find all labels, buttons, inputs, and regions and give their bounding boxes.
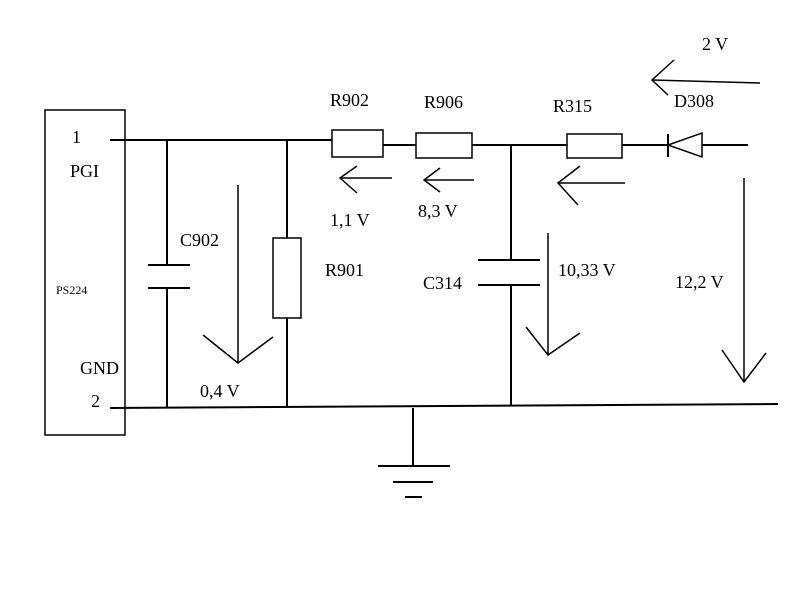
label-r902: R902	[330, 90, 369, 110]
voltage-c902: 0,4 V	[200, 381, 240, 401]
voltage-r315: 2 V	[702, 34, 728, 54]
voltage-c314: 10,33 V	[558, 260, 616, 280]
label-d308: D308	[674, 91, 714, 111]
voltage-r902: 1,1 V	[330, 210, 370, 230]
capacitor-c314: C314	[423, 145, 540, 405]
voltage-r906: 8,3 V	[418, 201, 458, 221]
capacitor-c902: C902	[148, 140, 219, 408]
ground-symbol	[378, 408, 450, 498]
voltage-total: 12,2 V	[675, 272, 724, 292]
resistor-r315: R315	[553, 96, 625, 206]
pin1-label: PGI	[70, 161, 99, 181]
top-wires	[110, 139, 748, 146]
label-r906: R906	[424, 92, 463, 112]
voltage-arrow-total: 12,2 V	[675, 178, 767, 384]
pin2-label: GND	[80, 358, 119, 378]
resistor-r906: R906 8,3 V	[415, 92, 474, 221]
resistor-r902: R902 1,1 V	[330, 90, 392, 230]
ic-name: PS224	[56, 283, 87, 297]
voltage-arrow-c314: 10,33 V	[525, 233, 616, 357]
diode-d308: D308 2 V	[650, 34, 761, 159]
pin1-number: 1	[72, 127, 81, 147]
label-r315: R315	[553, 96, 592, 116]
label-c314: C314	[423, 273, 462, 293]
ic-ps224: PS224 1 PGI GND 2	[44, 109, 126, 436]
resistor-r901: R901	[272, 140, 364, 408]
label-r901: R901	[325, 260, 364, 280]
voltage-arrow-c902: 0,4 V	[200, 185, 274, 401]
ground-bus	[109, 403, 779, 409]
pin2-number: 2	[91, 391, 100, 411]
ic-body	[44, 109, 126, 436]
label-c902: C902	[180, 230, 219, 250]
